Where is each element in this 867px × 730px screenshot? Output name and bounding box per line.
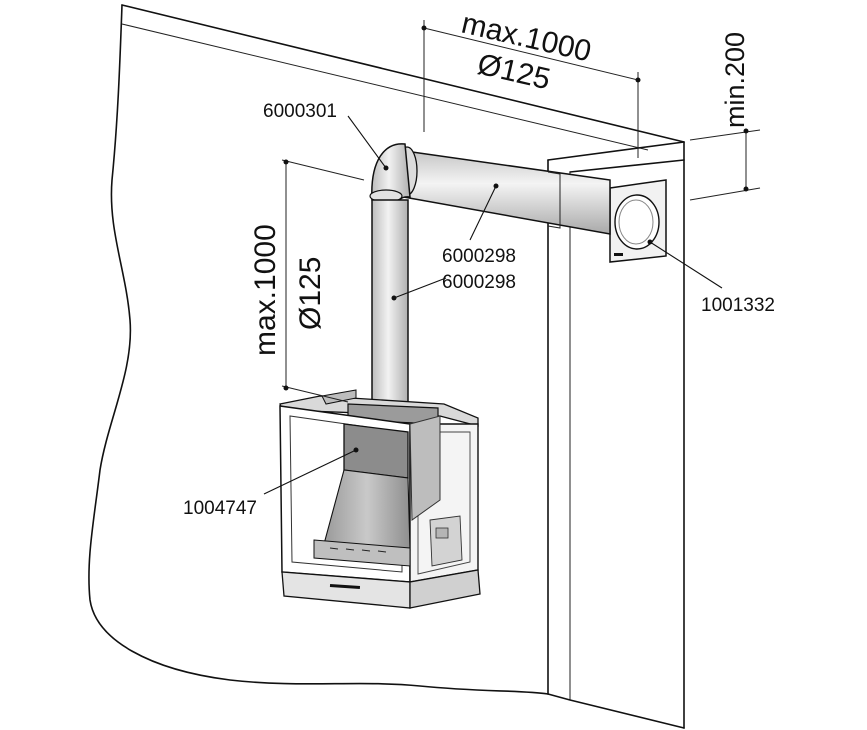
wall-terminal-part-number: 1001332 <box>701 295 775 316</box>
leader-lines <box>263 115 723 495</box>
wall-panel <box>88 4 685 729</box>
fireplace-part-number: 1004747 <box>183 498 257 519</box>
clearance-label: min.200 <box>720 32 750 128</box>
elbow-part-number: 6000301 <box>263 101 337 122</box>
wall-terminal <box>609 179 667 263</box>
vertical-length-label: max.1000 <box>249 224 282 356</box>
horizontal-pipe-part-number: 6000298 <box>442 246 516 267</box>
dimension-clearance <box>689 128 761 201</box>
flue-elbow <box>369 143 411 212</box>
vertical-flue-pipe <box>371 199 409 416</box>
dimension-horizontal <box>421 20 641 158</box>
fireplace-unit <box>279 389 481 609</box>
horizontal-flue-pipe <box>396 146 611 235</box>
dimension-vertical <box>281 159 365 403</box>
vertical-pipe-part-number: 6000298 <box>442 272 516 293</box>
vertical-diameter-label: Ø125 <box>294 257 327 330</box>
